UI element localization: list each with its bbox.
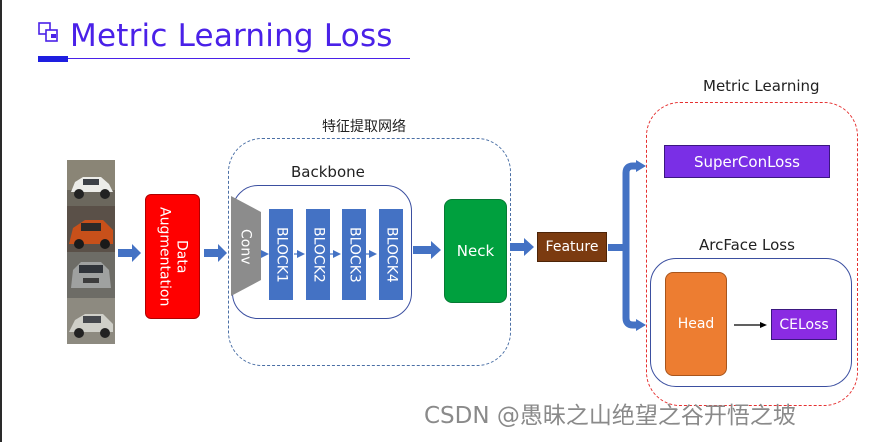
head-box: Head [665, 272, 727, 376]
neck-box: Neck [444, 199, 507, 303]
page-title: Metric Learning Loss [70, 18, 393, 54]
feature-extraction-group [228, 138, 511, 366]
supercon-loss-box: SuperConLoss [664, 145, 830, 178]
data-augmentation-label: Data Augmentation [156, 206, 190, 307]
block-2-label: BLOCK2 [310, 226, 327, 283]
conv-box: Conv [234, 215, 256, 279]
input-car-images [67, 160, 115, 344]
arcface-group [650, 258, 852, 387]
orange-car-image [67, 206, 115, 252]
block-1: BLOCK1 [269, 209, 293, 300]
left-border-line [0, 0, 2, 442]
celoss-box: CELoss [771, 309, 837, 340]
gray-car-front-image [67, 252, 115, 298]
block-1-label: BLOCK1 [273, 226, 290, 283]
feature-extraction-label: 特征提取网络 [322, 119, 406, 135]
feature-box: Feature [537, 232, 607, 262]
block-3-label: BLOCK3 [346, 226, 363, 283]
block-4: BLOCK4 [379, 209, 403, 300]
branch-up [622, 162, 638, 247]
arrow-backbone-to-neck [413, 241, 441, 259]
celoss-label: CELoss [779, 316, 829, 333]
branch-stem [608, 244, 625, 251]
title-underline [38, 58, 410, 59]
head-label: Head [677, 316, 715, 332]
arcface-label: ArcFace Loss [699, 236, 795, 254]
block-2: BLOCK2 [306, 209, 330, 300]
feature-label: Feature [545, 239, 599, 255]
neck-label: Neck [456, 242, 495, 260]
metric-learning-group [646, 102, 858, 406]
csdn-watermark: CSDN @愚昧之山绝望之谷开悟之坡 [424, 403, 796, 429]
metric-learning-label: Metric Learning [703, 77, 820, 95]
conv-label: Conv [237, 229, 254, 265]
conv-layer-shape [231, 196, 261, 296]
arrow-neck-to-feature [510, 238, 534, 256]
data-augmentation-box: Data Augmentation [145, 194, 200, 319]
backbone-label: Backbone [291, 163, 365, 181]
silver-car-image [67, 298, 115, 344]
white-car-image [67, 160, 115, 206]
arrow-augmentation-to-conv [204, 244, 227, 262]
supercon-loss-label: SuperConLoss [693, 152, 800, 171]
arrow-images-to-augmentation [118, 244, 141, 262]
block-4-label: BLOCK4 [383, 226, 400, 283]
block-3: BLOCK3 [342, 209, 366, 300]
title-squares-icon [38, 22, 58, 42]
title-underline-accent [38, 56, 68, 62]
branch-down [622, 247, 638, 329]
